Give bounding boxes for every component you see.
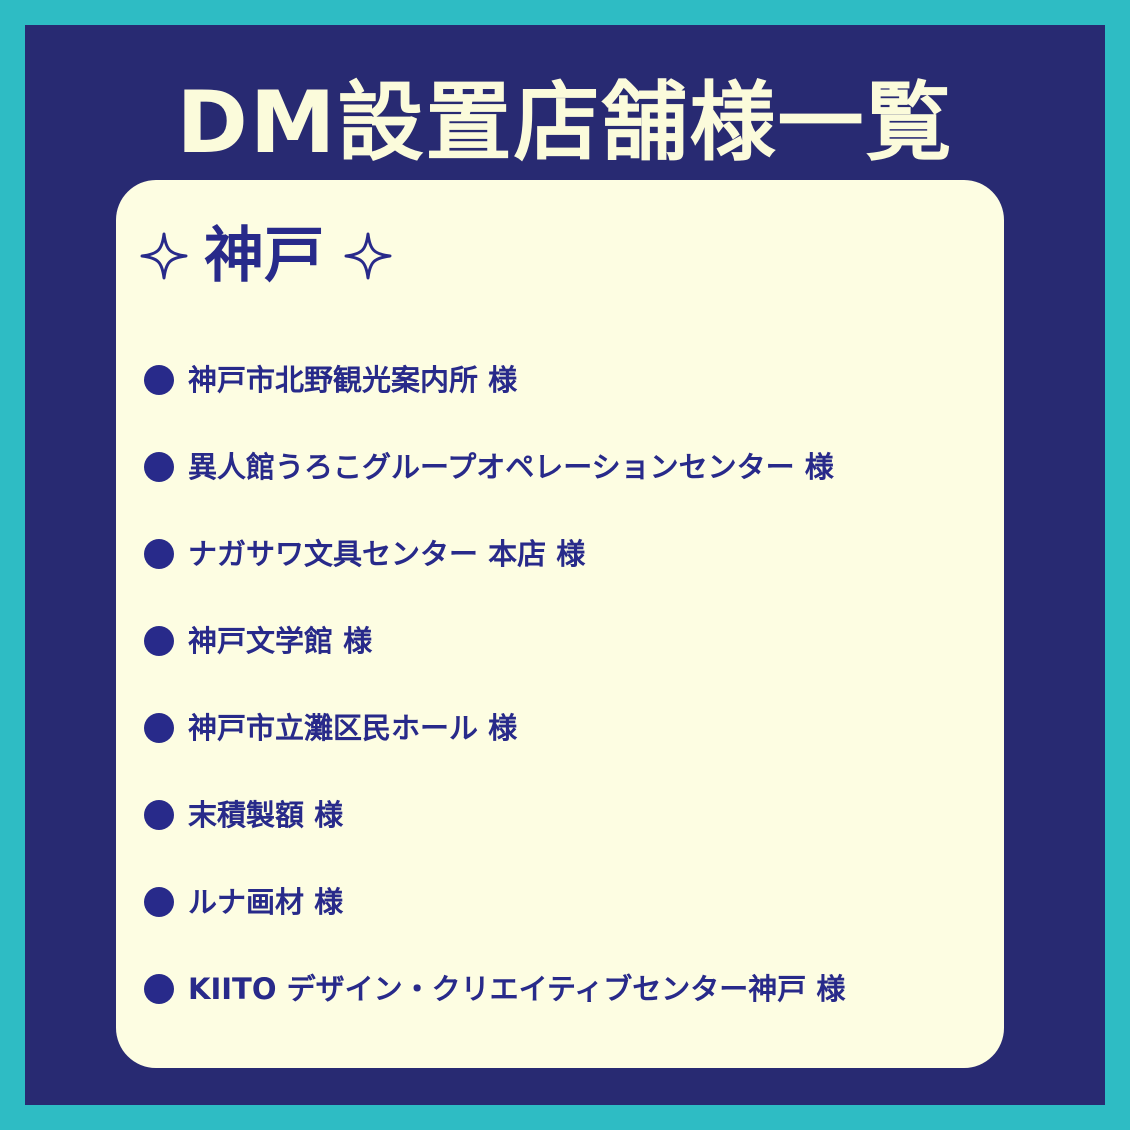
page-title: DM設置店舗様一覧: [176, 73, 954, 173]
store-name: 神戸市立灘区民ホール 様: [188, 711, 518, 745]
store-name: 神戸文学館 様: [188, 624, 373, 658]
bullet-icon: [144, 365, 174, 395]
list-item: ルナ画材 様: [144, 872, 845, 959]
store-name: 末積製額 様: [188, 798, 344, 832]
bullet-icon: [144, 887, 174, 917]
list-item: 神戸市立灘区民ホール 様: [144, 698, 845, 785]
sparkle-icon: [140, 232, 188, 280]
store-name: ナガサワ文具センター 本店 様: [188, 537, 586, 571]
bullet-icon: [144, 713, 174, 743]
store-list-card: 神戸 神戸市北野観光案内所 様 異人館うろこグループオペレーションセンター 様 …: [116, 180, 1004, 1068]
section-title: 神戸: [204, 221, 324, 291]
store-name: 神戸市北野観光案内所 様: [188, 363, 518, 397]
list-item: 神戸市北野観光案内所 様: [144, 350, 845, 437]
store-name: ルナ画材 様: [188, 885, 344, 919]
bullet-icon: [144, 974, 174, 1004]
store-name: 異人館うろこグループオペレーションセンター 様: [188, 450, 834, 484]
list-item: 神戸文学館 様: [144, 611, 845, 698]
bullet-icon: [144, 452, 174, 482]
store-name: KIITO デザイン・クリエイティブセンター神戸 様: [188, 972, 846, 1006]
list-item: KIITO デザイン・クリエイティブセンター神戸 様: [144, 959, 845, 1046]
store-list: 神戸市北野観光案内所 様 異人館うろこグループオペレーションセンター 様 ナガサ…: [144, 350, 845, 1046]
bullet-icon: [144, 539, 174, 569]
frame-background: DM設置店舗様一覧 神戸 神戸市北野観光案内所 様 異人館うろこグ: [25, 25, 1105, 1105]
sparkle-icon: [344, 232, 392, 280]
list-item: 異人館うろこグループオペレーションセンター 様: [144, 437, 845, 524]
list-item: 末積製額 様: [144, 785, 845, 872]
bullet-icon: [144, 626, 174, 656]
bullet-icon: [144, 800, 174, 830]
section-heading: 神戸: [140, 218, 392, 294]
list-item: ナガサワ文具センター 本店 様: [144, 524, 845, 611]
